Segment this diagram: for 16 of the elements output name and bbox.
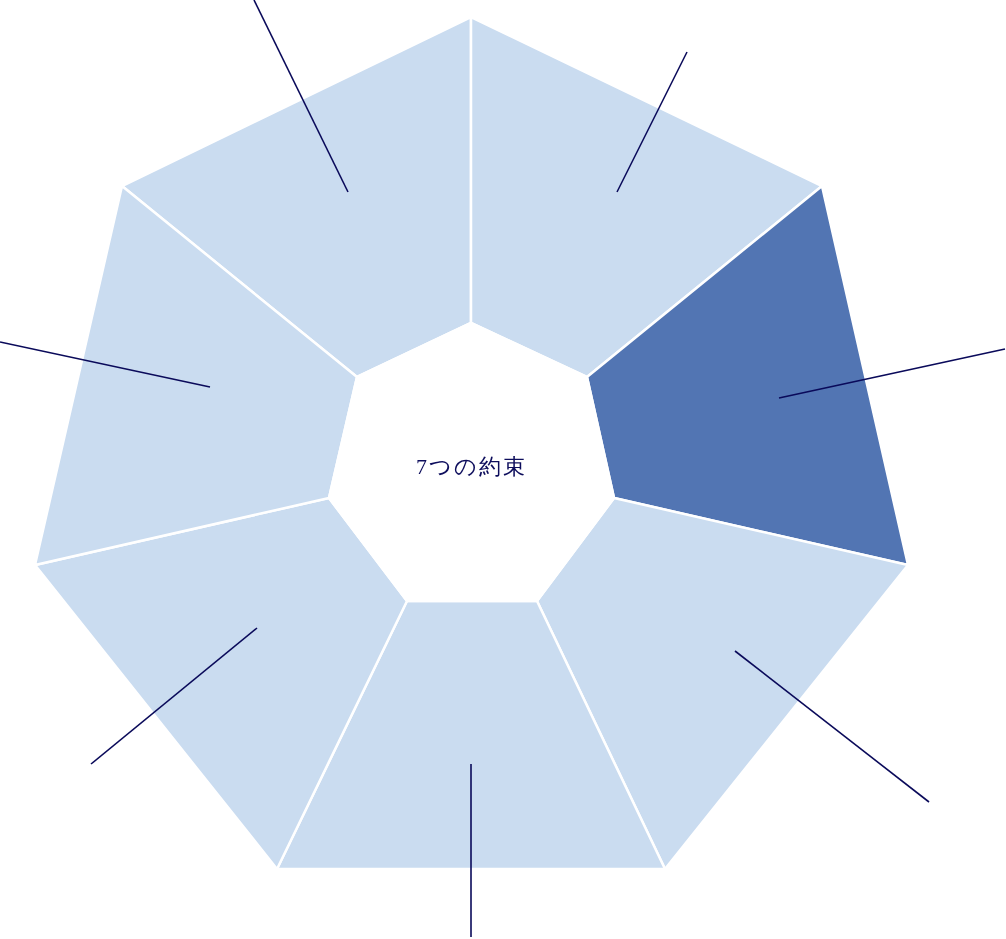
heptagon-segment [277, 601, 665, 869]
heptagon-segment [35, 498, 407, 869]
center-heptagon [329, 323, 614, 601]
leader-line [253, 0, 349, 193]
heptagon-segment [537, 498, 908, 869]
leader-line [470, 763, 472, 938]
heptagon-segment [122, 17, 471, 377]
leader-line [778, 348, 1006, 399]
leader-line [90, 627, 258, 765]
center-title: 7つの約束 [416, 453, 527, 481]
leader-line [734, 650, 930, 803]
leader-line [616, 51, 688, 193]
heptagon-segment [587, 186, 908, 565]
leader-line [0, 341, 211, 388]
heptagon-segment [35, 186, 357, 565]
heptagon-segment [471, 17, 822, 377]
